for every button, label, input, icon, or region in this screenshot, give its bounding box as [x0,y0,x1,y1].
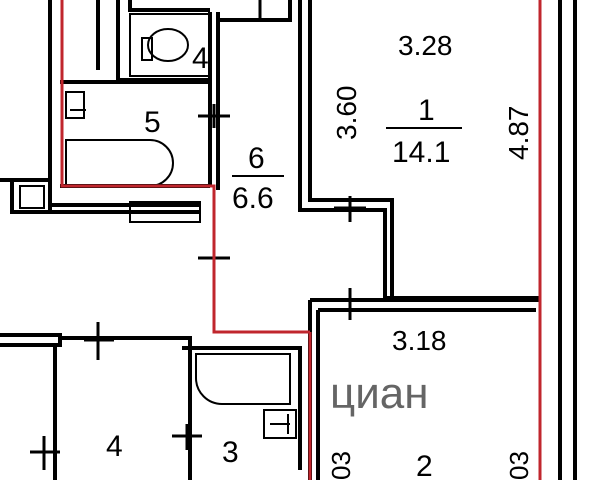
room5-number: 5 [144,106,161,139]
room4-top-number: 4 [192,42,209,75]
room2-number: 2 [416,450,433,480]
door-marks [30,0,366,470]
room3-number: 3 [222,436,239,469]
room1-number: 1 [418,94,435,127]
room6-area: 6.6 [232,182,274,215]
room2-dim-top: 3.18 [392,325,447,356]
room4-bottom-number: 4 [106,430,123,463]
room6-number: 6 [248,142,265,175]
room1-area: 14.1 [392,136,450,169]
room1-dim-top: 3.28 [398,30,453,61]
walls [0,0,577,480]
labels: 3.28 3.60 4.87 1 14.1 6 6.6 5 4 3.18 2 0… [106,30,534,480]
fixtures [19,13,297,439]
watermark-text: циан [330,369,429,418]
room2-dim-right: 03 [504,451,534,480]
watermark: циан [330,369,429,418]
apartment-outline [60,0,542,480]
room2-dim-left: 03 [326,451,356,480]
room1-dim-right: 4.87 [503,106,534,161]
room1-dim-left: 3.60 [331,86,362,141]
